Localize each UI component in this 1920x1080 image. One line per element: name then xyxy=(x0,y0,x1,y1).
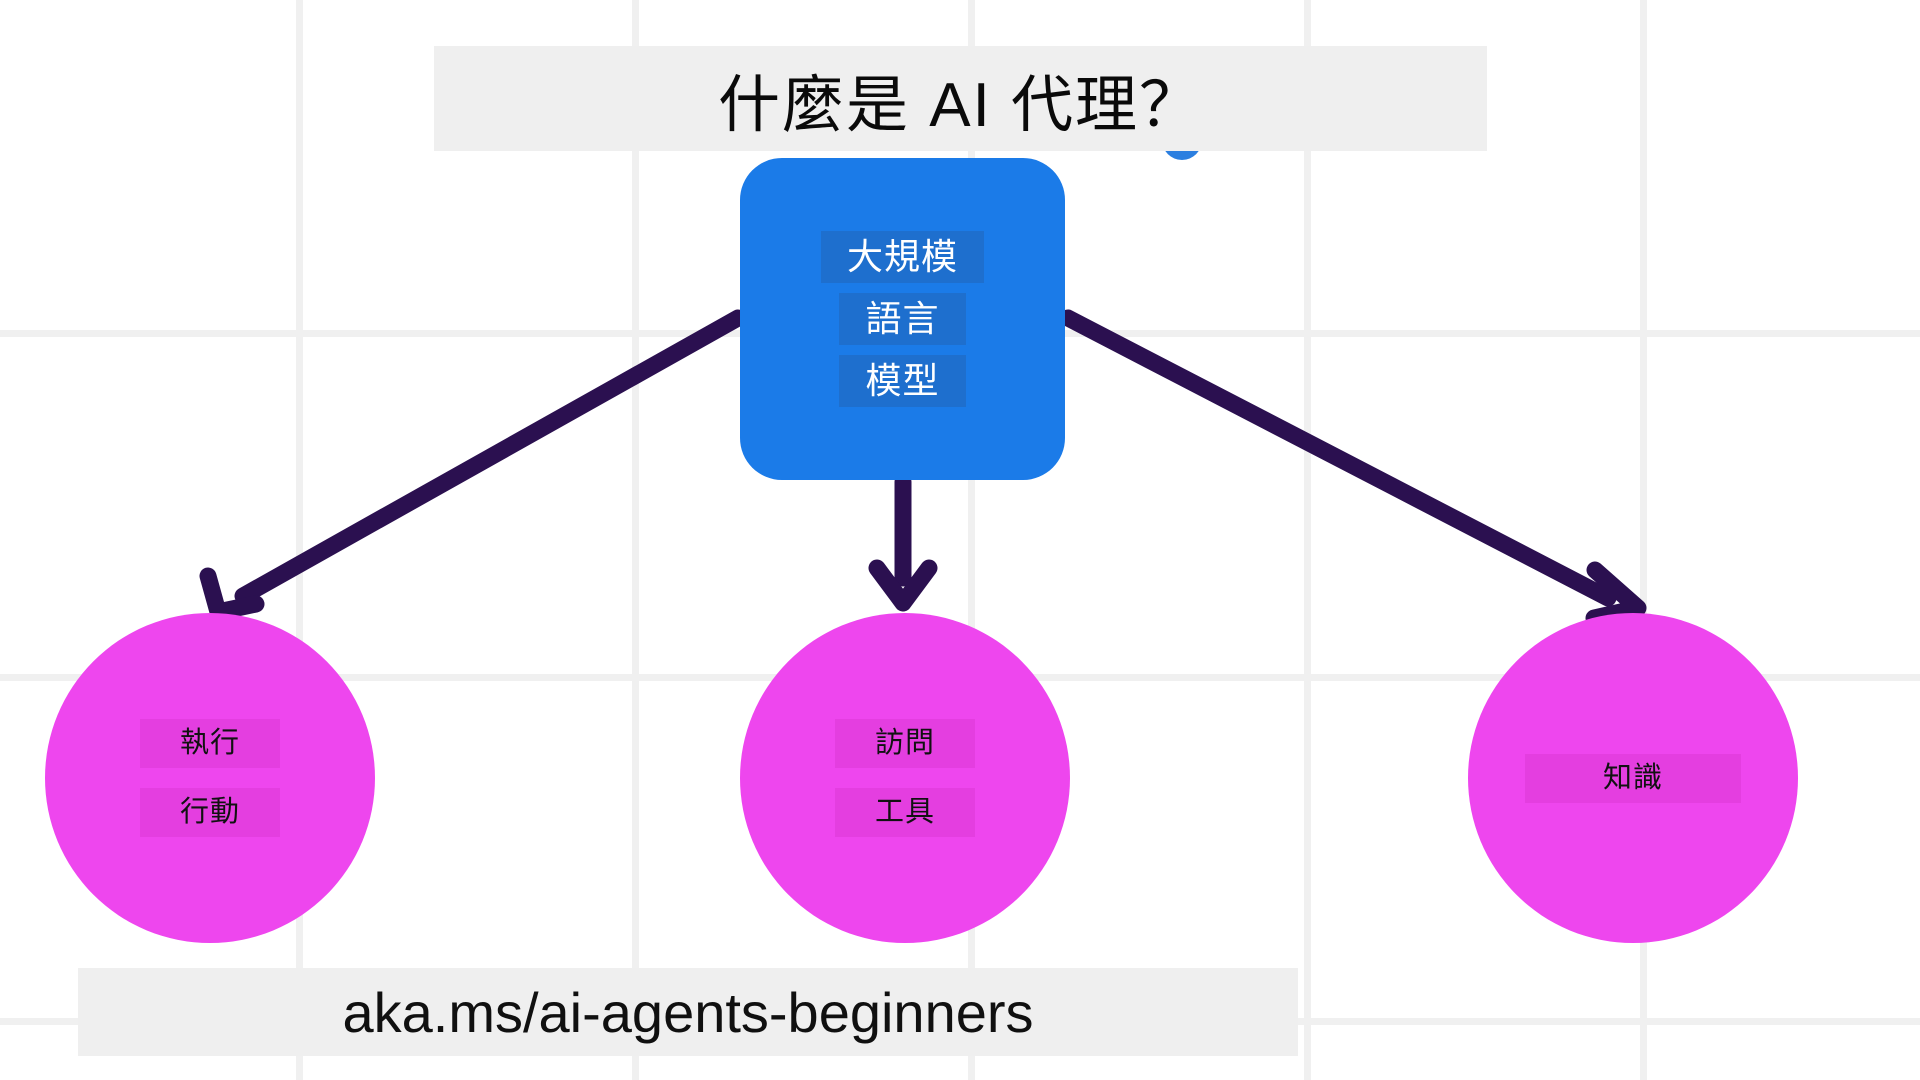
llm-text-line-1: 大規模 xyxy=(820,231,984,283)
title-highlight-band xyxy=(434,46,1487,151)
connector-llm-to-action xyxy=(199,309,747,621)
llm-text-line-2: 語言 xyxy=(839,293,966,345)
tools-text-line-2: 工具 xyxy=(834,788,975,837)
page-title: 什麼是 AI 代理？ xyxy=(717,70,1204,140)
connector-llm-to-tools xyxy=(868,473,938,612)
connector-llm-to-knowledge xyxy=(1059,309,1647,627)
tools-text-line-1: 訪問 xyxy=(834,719,975,768)
action-text-line-1: 執行 xyxy=(139,719,280,768)
knowledge-text-line-1: 知識 xyxy=(1524,753,1741,803)
action-text-line-2: 行動 xyxy=(139,788,280,837)
llm-text-line-3: 模型 xyxy=(839,355,966,407)
footer-url: aka.ms/ai-agents-beginners xyxy=(342,980,1034,1044)
node-take-action[interactable]: 執行 行動 xyxy=(45,613,375,943)
node-knowledge[interactable]: 知識 xyxy=(1468,613,1798,943)
node-large-language-model[interactable]: 大規模 語言 模型 xyxy=(740,158,1065,480)
footer-highlight-band xyxy=(78,968,1298,1056)
node-access-tools[interactable]: 訪問 工具 xyxy=(740,613,1070,943)
